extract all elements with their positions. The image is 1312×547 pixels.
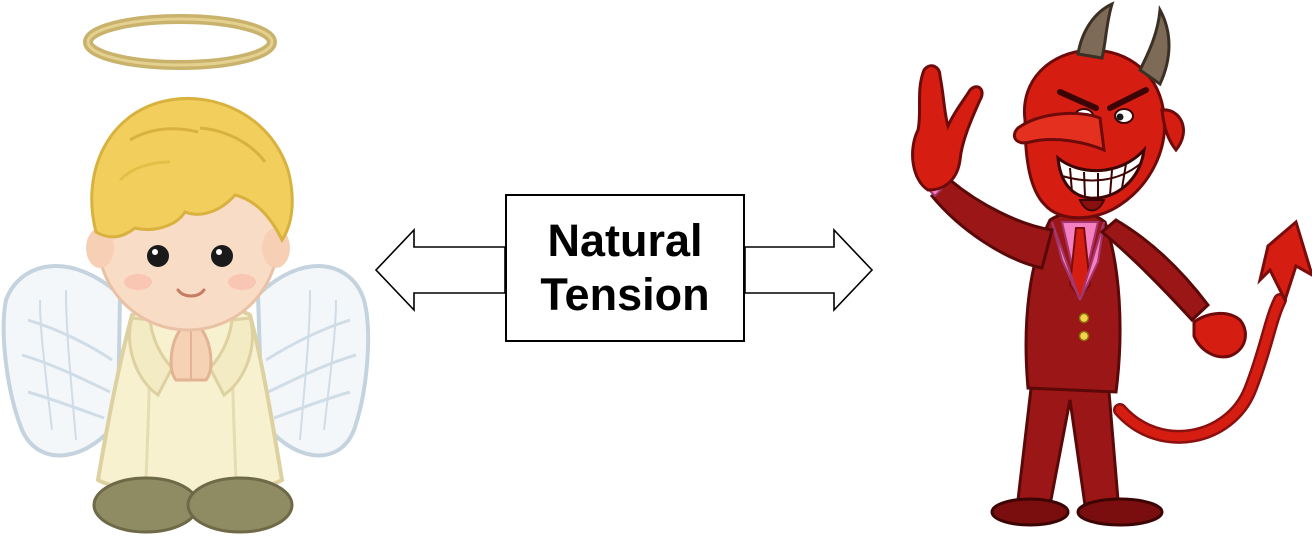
smile-icon	[176, 288, 206, 298]
suit-button-icon	[1078, 312, 1090, 324]
left-foot-icon	[92, 476, 200, 534]
left-eye-icon	[147, 245, 169, 267]
natural-tension-label-box: Natural Tension	[505, 194, 745, 342]
lower-arm-icon	[1099, 218, 1211, 323]
devil-legs-icon	[1016, 378, 1120, 507]
left-arrow-icon	[374, 227, 506, 313]
devil-nose-icon	[1013, 111, 1106, 153]
tail-tip-icon	[1257, 219, 1312, 304]
angel-child-icon	[1, 14, 371, 534]
label-line-2: Tension	[540, 269, 710, 320]
right-eye-icon	[211, 245, 233, 267]
right-wing-icon	[255, 264, 371, 458]
devil-icon	[911, 1, 1312, 527]
suit-button-icon	[1078, 330, 1090, 342]
right-foot-icon	[186, 476, 294, 534]
halo-icon	[83, 14, 277, 70]
raised-arm-icon	[929, 178, 1054, 270]
left-horn-icon	[1076, 1, 1115, 60]
right-arrow-icon	[744, 227, 874, 313]
left-wing-icon	[1, 264, 123, 458]
label-line-1: Natural	[547, 215, 703, 266]
crossed-fingers-hand-icon	[911, 64, 984, 192]
right-horn-icon	[1138, 4, 1171, 87]
